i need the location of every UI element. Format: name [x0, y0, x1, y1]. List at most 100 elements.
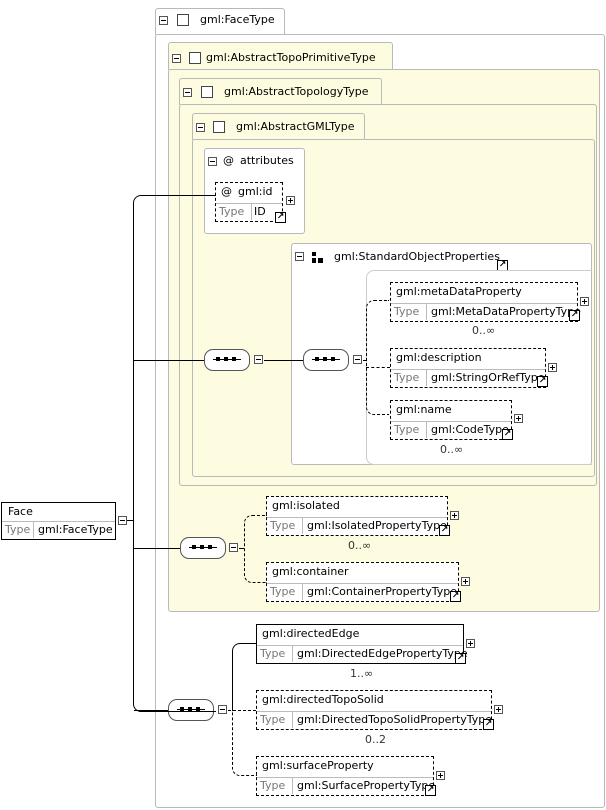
directedtoposolid-jump-icon[interactable]: ↗	[483, 719, 494, 730]
topoprimitive-collapse-icon[interactable]	[172, 54, 181, 63]
face-dashed-lower	[232, 710, 257, 776]
standard-props-sequence-icon	[303, 349, 349, 371]
attribute-type-value: ID	[254, 205, 266, 218]
name-cardinality: 0..∞	[440, 443, 464, 456]
description-jump-icon[interactable]: ↗	[537, 376, 548, 387]
facetype-collapse-icon[interactable]	[159, 16, 168, 25]
root-type-label: Type	[2, 522, 34, 538]
attribute-type-label: Type	[216, 204, 252, 220]
type-value: gml:IsolatedPropertyType	[307, 519, 447, 532]
container-expand-icon[interactable]	[461, 577, 470, 586]
gml-title: gml:AbstractGMLType	[236, 120, 355, 133]
element-name: gml:name	[396, 403, 452, 416]
isolated-jump-icon[interactable]: ↗	[439, 525, 450, 536]
type-value: gml:CodeType	[431, 423, 509, 436]
type-label: Type	[267, 584, 303, 600]
element-name: gml:surfaceProperty	[262, 759, 374, 772]
directededge-expand-icon[interactable]	[466, 639, 475, 648]
face-sequence-collapse-icon[interactable]	[218, 705, 227, 714]
sp-dashed-vertical	[366, 300, 389, 415]
element-name: gml:directedEdge	[262, 627, 360, 640]
type-value: gml:StringOrRefType	[431, 371, 545, 384]
sp-dashed-mid	[366, 367, 390, 368]
standard-props-collapse-icon[interactable]	[295, 252, 304, 261]
standard-props-title: gml:StandardObjectProperties	[334, 250, 500, 263]
topology-title: gml:AbstractTopologyType	[224, 85, 369, 98]
element-name: gml:metaDataProperty	[396, 285, 522, 298]
facetype-tab	[155, 8, 285, 35]
gml-collapse-icon[interactable]	[196, 123, 205, 132]
root-name: Face	[8, 505, 33, 518]
element-directededge[interactable]: gml:directedEdge Type gml:DirectedEdgePr…	[256, 624, 468, 664]
name-jump-icon[interactable]: ↗	[502, 429, 513, 440]
element-description[interactable]: gml:description Type gml:StringOrRefType	[390, 348, 546, 388]
element-directedtoposolid[interactable]: gml:directedTopoSolid Type gml:DirectedT…	[256, 690, 492, 730]
attribute-jump-icon[interactable]: ↗	[275, 212, 286, 223]
description-expand-icon[interactable]	[548, 363, 557, 372]
topoprimitive-tab	[168, 42, 393, 70]
isolated-expand-icon[interactable]	[450, 511, 459, 520]
wire-root-vertical	[133, 195, 216, 712]
type-value: gml:DirectedTopoSolidPropertyType	[297, 713, 493, 726]
directedtoposolid-cardinality: 0..2	[365, 733, 386, 746]
element-surfaceproperty[interactable]: gml:surfaceProperty Type gml:SurfaceProp…	[256, 756, 435, 796]
type-label: Type	[267, 518, 303, 534]
element-name: gml:directedTopoSolid	[262, 693, 384, 706]
surfaceproperty-expand-icon[interactable]	[436, 771, 445, 780]
element-name: gml:description	[396, 351, 482, 364]
element-name-gml[interactable]: gml:name Type gml:CodeType	[390, 400, 512, 440]
element-isolated[interactable]: gml:isolated Type gml:IsolatedPropertyTy…	[266, 496, 448, 536]
type-label: Type	[391, 304, 427, 320]
metadataproperty-jump-icon[interactable]: ↗	[569, 310, 580, 321]
attribute-name: gml:id	[238, 185, 273, 198]
name-expand-icon[interactable]	[514, 414, 523, 423]
topoprimitive-sequence-collapse-icon[interactable]	[229, 543, 238, 552]
gml-sequence-collapse-icon[interactable]	[254, 355, 263, 364]
root-element-face[interactable]: Face Type gml:FaceType	[1, 502, 116, 540]
element-name: gml:isolated	[272, 499, 340, 512]
directedtoposolid-expand-icon[interactable]	[494, 705, 503, 714]
directededge-jump-icon[interactable]: ↗	[455, 653, 466, 664]
metadataproperty-expand-icon[interactable]	[580, 297, 589, 306]
face-dashed-mid	[228, 710, 256, 711]
facetype-checkbox-icon	[177, 14, 189, 26]
element-name: gml:container	[272, 565, 349, 578]
surfaceproperty-jump-icon[interactable]: ↗	[425, 785, 436, 796]
type-value: gml:MetaDataPropertyType	[431, 305, 581, 318]
isolated-cardinality: 0..∞	[348, 539, 372, 552]
type-label: Type	[257, 712, 293, 728]
type-value: gml:DirectedEdgePropertyType	[297, 647, 468, 660]
tp-dashed-vertical	[244, 515, 267, 583]
directededge-cardinality: 1..∞	[350, 667, 374, 680]
gml-sequence-icon	[204, 349, 250, 371]
attribute-gml-id[interactable]: @ gml:id Type ID	[215, 182, 283, 222]
facetype-title: gml:FaceType	[200, 13, 275, 26]
attribute-expand-icon[interactable]	[286, 196, 295, 205]
topology-checkbox-icon	[201, 86, 213, 98]
standard-props-sequence-collapse-icon[interactable]	[353, 355, 362, 364]
root-collapse-icon[interactable]	[118, 516, 127, 525]
attributes-at-icon: @	[223, 154, 234, 167]
type-label: Type	[391, 422, 427, 438]
gml-checkbox-icon	[213, 121, 225, 133]
element-metadataproperty[interactable]: gml:metaDataProperty Type gml:MetaDataPr…	[390, 282, 581, 322]
attributes-title: attributes	[240, 154, 294, 167]
element-container[interactable]: gml:container Type gml:ContainerProperty…	[266, 562, 459, 602]
topoprimitive-title: gml:AbstractTopoPrimitiveType	[206, 51, 376, 64]
type-value: gml:ContainerPropertyType	[307, 585, 458, 598]
type-label: Type	[257, 778, 293, 794]
wire-gml-seq-link	[264, 360, 303, 361]
wire-root-face	[134, 710, 168, 711]
attributes-collapse-icon[interactable]	[208, 157, 217, 166]
wire-sp-seq-link	[363, 360, 366, 361]
container-jump-icon[interactable]: ↗	[450, 591, 461, 602]
wire-tp-seq-link	[239, 548, 244, 549]
group-icon	[312, 252, 324, 264]
type-label: Type	[391, 370, 427, 386]
attribute-at-icon: @	[221, 185, 232, 198]
face-sequence-icon	[168, 699, 214, 721]
topology-collapse-icon[interactable]	[183, 88, 192, 97]
wire-root-tp	[134, 548, 180, 549]
topoprimitive-checkbox-icon	[189, 52, 201, 64]
type-label: Type	[257, 646, 293, 662]
